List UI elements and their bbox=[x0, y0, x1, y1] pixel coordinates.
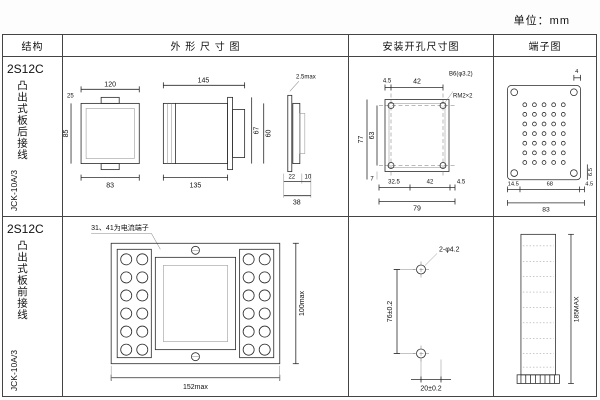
mounting-drawing-rear: 4.5 42 B6(φ3.2) RM2×2 77 63 7 32.5 42 4.… bbox=[349, 57, 494, 217]
terminal-hole-grid bbox=[522, 102, 566, 165]
dim-top-42: 42 bbox=[413, 79, 421, 86]
dim-h1: 67 bbox=[254, 126, 261, 134]
dim-b-total: 79 bbox=[413, 206, 421, 213]
mount-type-label: 凸出式板前接线 bbox=[16, 240, 28, 321]
side-view: 145 135 67 60 bbox=[162, 77, 273, 190]
dim-depth-top: 145 bbox=[198, 77, 210, 84]
dim-left-63: 63 bbox=[369, 132, 376, 140]
dim-height-max: 100max bbox=[299, 291, 306, 316]
structure-cell-front: 2S12C 凸出式板前接线 JCK-10A/3 bbox=[3, 217, 63, 396]
terminal-drawing-front: 185MAX bbox=[494, 217, 596, 396]
dim-horizontal: 20±0.2 bbox=[420, 386, 441, 393]
dim-top-45: 4.5 bbox=[383, 79, 392, 85]
dim-b3: 4.5 bbox=[457, 180, 466, 186]
dim-width-max: 152max bbox=[183, 384, 208, 391]
dim-p1: 22 bbox=[288, 175, 295, 181]
terminal-drawing-rear: 4 6.5 14.5 68 4.5 83 bbox=[494, 57, 596, 217]
model-label: 2S12C bbox=[7, 222, 44, 236]
dim-vertical: 76±0.2 bbox=[387, 301, 394, 322]
header-structure: 结构 bbox=[3, 35, 63, 57]
dim-p3: 38 bbox=[293, 200, 301, 207]
current-terminal-note: 31、41为电流端子 bbox=[91, 223, 149, 232]
front-panel-view bbox=[110, 242, 281, 365]
dim-top-4: 4 bbox=[575, 69, 579, 75]
panel-section-view: 2.5max 22 10 38 bbox=[283, 74, 316, 207]
dim-left-77: 77 bbox=[358, 136, 365, 144]
dim-width-bottom: 83 bbox=[106, 183, 114, 190]
structure-cell-rear: 2S12C 凸出式板后接线 JCK-10A/3 bbox=[3, 57, 63, 217]
unit-label: 单位：mm bbox=[513, 15, 570, 27]
model-label: 2S12C bbox=[7, 62, 44, 76]
outline-drawing-front: 31、41为电流端子 bbox=[63, 217, 349, 396]
thread-note: RM2×2 bbox=[453, 94, 473, 100]
dim-h2: 60 bbox=[266, 129, 273, 137]
dim-right-65: 6.5 bbox=[588, 168, 594, 176]
terminal-holes-right bbox=[242, 253, 271, 356]
header-terminal: 端子图 bbox=[494, 35, 596, 57]
dim-b3: 4.5 bbox=[585, 182, 593, 188]
model-code-label: JCK-10A/3 bbox=[9, 169, 19, 211]
dim-b2: 68 bbox=[547, 182, 553, 188]
dim-panel-thickness: 2.5max bbox=[296, 74, 316, 80]
outline-drawing-rear: 120 25 83 85 145 bbox=[63, 57, 349, 217]
front-view: 120 25 83 85 bbox=[63, 81, 140, 190]
dim-b2: 42 bbox=[427, 180, 434, 186]
dim-depth-bottom: 135 bbox=[190, 183, 202, 190]
dim-b1: 14.5 bbox=[508, 182, 519, 188]
dim-height-max: 185MAX bbox=[574, 296, 581, 322]
dim-height-left: 85 bbox=[63, 129, 70, 137]
dim-p2: 10 bbox=[305, 175, 312, 181]
dim-b-total: 83 bbox=[542, 207, 550, 214]
dim-width-top: 120 bbox=[104, 81, 116, 88]
dim-b1: 32.5 bbox=[388, 180, 400, 186]
dim-width-offset: 25 bbox=[67, 93, 74, 99]
dim-b0: 7 bbox=[370, 177, 374, 183]
mount-type-label: 凸出式板后接线 bbox=[16, 80, 28, 161]
model-code-label: JCK-10A/3 bbox=[9, 349, 19, 391]
spec-table: 结构 外 形 尺 寸 图 安装开孔尺寸图 端子图 2S12C 凸出式板后接线 J… bbox=[2, 34, 597, 397]
hole-note: 2-φ4.2 bbox=[439, 247, 460, 254]
header-mounting: 安装开孔尺寸图 bbox=[349, 35, 494, 57]
header-outline: 外 形 尺 寸 图 bbox=[63, 35, 349, 57]
terminal-holes-left bbox=[120, 253, 149, 356]
hole-size-note: B6(φ3.2) bbox=[449, 72, 473, 78]
mounting-drawing-front: 76±0.2 20±0.2 2-φ4.2 bbox=[349, 217, 494, 396]
